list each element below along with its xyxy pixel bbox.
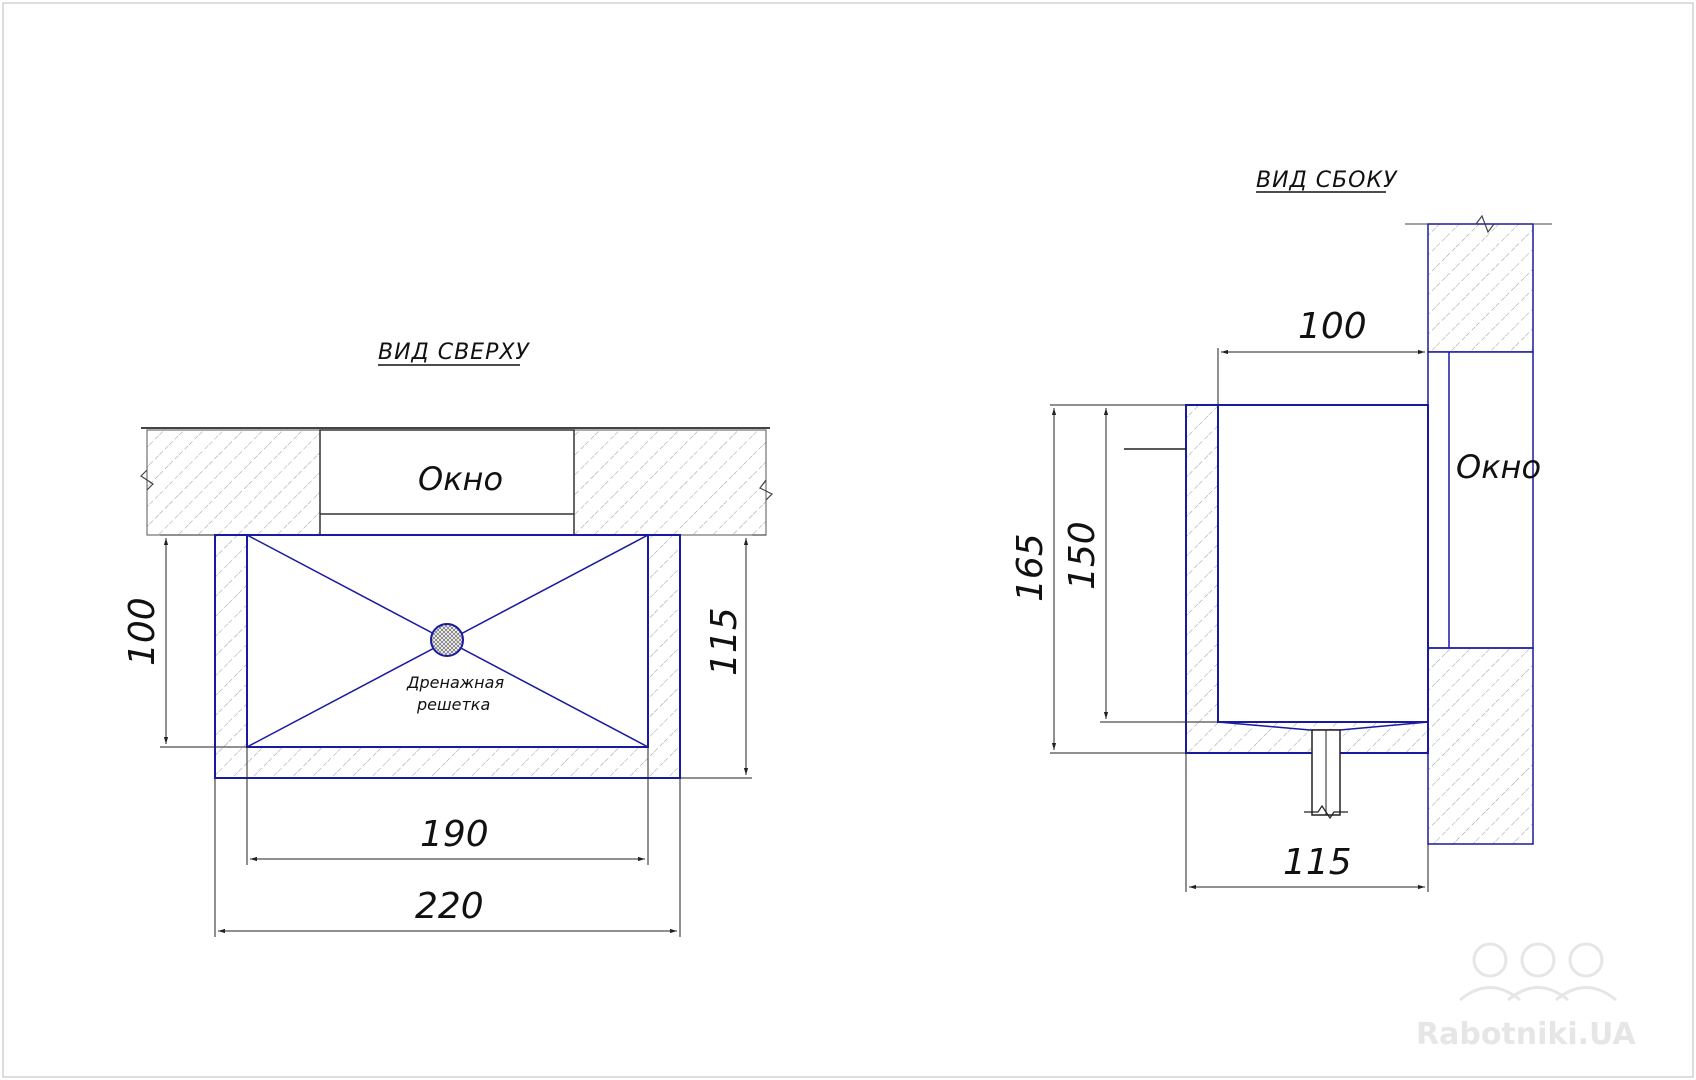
drain-label-2: решетка — [416, 695, 490, 714]
window-side — [1427, 351, 1534, 649]
drain-label-1: Дренажная — [406, 673, 504, 692]
dim-text-220: 220 — [415, 886, 484, 927]
watermark: Rabotniki.UA — [1416, 942, 1636, 1052]
dim-text-115-top: 115 — [704, 607, 745, 676]
wall-upper-side — [1427, 223, 1534, 353]
watermark-text: Rabotniki.UA — [1416, 1017, 1636, 1052]
dim-text-115-side: 115 — [1283, 842, 1352, 883]
side-view-title: ВИД СБОКУ — [1256, 168, 1398, 193]
break-mark-side — [1475, 214, 1495, 234]
window-top — [319, 429, 575, 536]
dim-text-165: 165 — [1010, 533, 1051, 602]
wall-right — [573, 429, 767, 536]
dim-text-100-side: 100 — [1298, 306, 1367, 347]
side-view: ВИД СБОКУ Окно 100 165 — [1010, 168, 1552, 892]
drain-pipe-break — [1304, 804, 1348, 820]
break-mark-right — [759, 479, 774, 501]
break-mark-left — [140, 469, 154, 491]
drain-grate-icon — [430, 623, 464, 657]
window-label-top: Окно — [418, 460, 503, 498]
dim-text-190: 190 — [420, 814, 489, 855]
wall-left — [146, 429, 321, 536]
watermark-helmet-icons — [1459, 942, 1617, 1002]
wall-lower-side — [1427, 647, 1534, 845]
pit-inner-side — [1217, 404, 1429, 723]
dim-text-150: 150 — [1062, 521, 1103, 590]
window-label-side: Окно — [1456, 448, 1541, 486]
top-view: ВИД СВЕРХУ Окно Дренажная решетка 100 — [122, 340, 774, 937]
dim-text-100-top: 100 — [122, 597, 163, 666]
top-view-title: ВИД СВЕРХУ — [378, 340, 530, 365]
